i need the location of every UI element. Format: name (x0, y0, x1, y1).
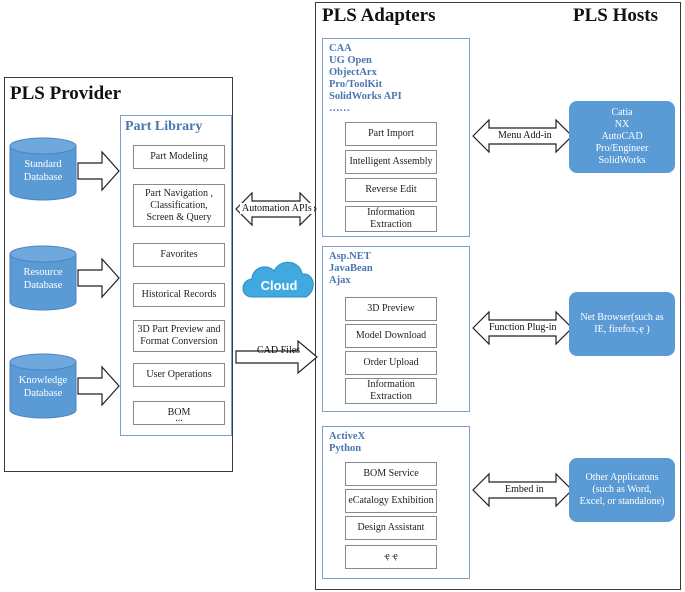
adapter-item-part-import: Part Import (345, 122, 437, 146)
database-cylinder (9, 353, 77, 419)
adapter-item-bom-service: BOM Service (345, 462, 437, 486)
embed-in-label: Embed in (503, 484, 546, 495)
library-item-favorites: Favorites (133, 243, 225, 267)
adapter-item-design-assistant: Design Assistant (345, 516, 437, 540)
library-item-bom: BOM (133, 401, 225, 425)
adapter-item-3d-preview: 3D Preview (345, 297, 437, 321)
library-item-part-navigation: Part Navigation , Classification, Screen… (133, 184, 225, 227)
adapters-title: PLS Adapters (322, 5, 436, 26)
adapter-item-information-extraction: Information Extraction (345, 378, 437, 404)
automation-apis-label: Automation APIs (240, 203, 314, 214)
library-item-historical-records: Historical Records (133, 283, 225, 307)
adapter-tech-list: Asp.NET JavaBean Ajax (329, 251, 373, 286)
adapter-item-order-upload: Order Upload (345, 351, 437, 375)
db-to-library-arrow (77, 365, 120, 407)
library-item-more: ... (175, 413, 183, 424)
host-other-applications: Other Applicatons (such as Word, Excel, … (569, 458, 675, 522)
menu-addin-label: Menu Add-in (496, 130, 554, 141)
library-item-3d-preview-conversion: 3D Part Preview and Format Conversion (133, 320, 225, 352)
library-item-part-modeling: Part Modeling (133, 145, 225, 169)
function-plugin-label: Function Plug-in (487, 322, 559, 333)
adapter-item-information-extraction: Information Extraction (345, 206, 437, 232)
host-cad-systems: Catia NX AutoCAD Pro/Engineer SolidWorks (569, 101, 675, 173)
part-library-title: Part Library (125, 119, 203, 134)
cad-files-label: CAD Files (257, 345, 301, 356)
cloud-icon (242, 261, 314, 298)
provider-title: PLS Provider (10, 83, 122, 104)
adapter-item-ecatalogy-exhibition: eCatalogy Exhibition (345, 489, 437, 513)
cad-files-arrow (235, 339, 318, 375)
adapter-item-reverse-edit: Reverse Edit (345, 178, 437, 202)
library-item-user-operations: User Operations (133, 363, 225, 387)
adapter-tech-list: ActiveX Python (329, 431, 366, 454)
adapter-item-more: ҿ ҿ (345, 545, 437, 569)
host-net-browser: Net Browser(such as IE, firefox,ҿ ) (569, 292, 675, 356)
database-cylinder (9, 137, 77, 201)
database-cylinder (9, 245, 77, 311)
cloud-label: Cloud (260, 278, 298, 293)
adapter-item-model-download: Model Download (345, 324, 437, 348)
db-to-library-arrow (77, 150, 120, 192)
db-to-library-arrow (77, 257, 120, 299)
adapter-tech-list: CAA UG Open ObjectArx Pro/ToolKit SolidW… (329, 43, 402, 114)
hosts-title: PLS Hosts (573, 5, 658, 26)
adapter-item-intelligent-assembly: Intelligent Assembly (345, 150, 437, 174)
